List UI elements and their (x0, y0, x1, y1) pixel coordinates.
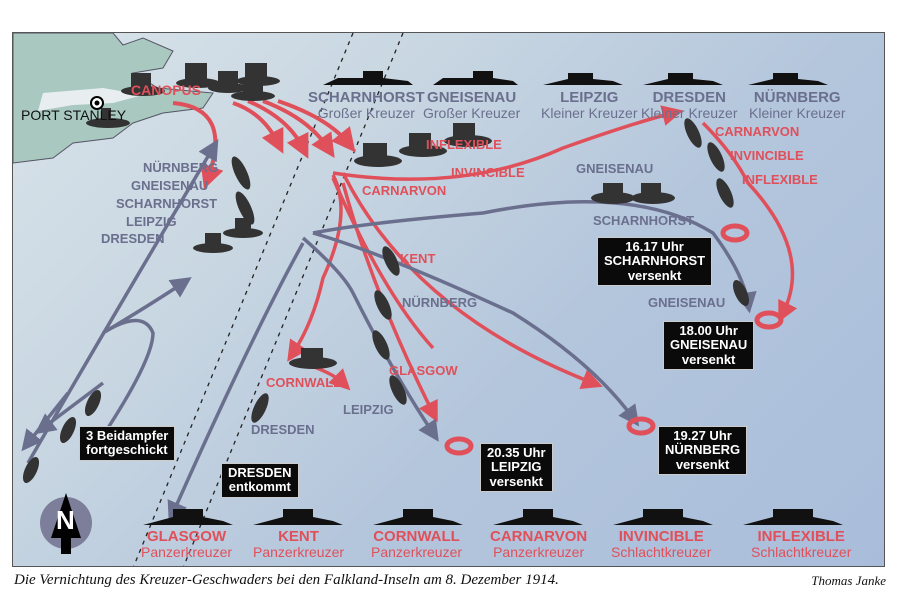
figure-caption: Die Vernichtung des Kreuzer-Geschwaders … (14, 572, 559, 588)
dashed-line-1 (133, 33, 354, 566)
squadron-label-nuernberg: NÜRNBERG (143, 160, 219, 175)
label-inflexible: INFLEXIBLE (426, 137, 502, 152)
canopus-label: CANOPUS (131, 82, 202, 98)
ship-silhouettes (143, 71, 843, 525)
compass-letter: N (56, 505, 75, 535)
lifebuoy-icons (444, 223, 784, 456)
escort-ship-markers (22, 118, 750, 483)
label-cornwall: CORNWALL (266, 375, 342, 390)
ship-markers (86, 63, 675, 369)
label-carnarvon: CARNARVON (362, 183, 447, 198)
label-inflexible-ne: INFLEXIBLE (742, 172, 818, 187)
label-gneisenau-bottom: GNEISENAU (648, 295, 726, 310)
squadron-label-gneisenau: GNEISENAU (131, 178, 209, 193)
inlet (38, 88, 143, 111)
port-stanley-label: PORT STANLEY (21, 107, 127, 123)
map-graphics (13, 33, 843, 566)
label-nuernberg: NÜRNBERG (402, 295, 478, 310)
german-course-arrows (21, 138, 757, 523)
label-leipzig: LEIPZIG (343, 402, 394, 417)
dashed-line-2 (183, 33, 404, 566)
squadron-label-dresden: DRESDEN (101, 231, 165, 246)
british-sortie-arrows (172, 99, 356, 190)
squadron-label-leipzig: LEIPZIG (126, 214, 177, 229)
label-dresden: DRESDEN (251, 422, 315, 437)
compass-icon (40, 493, 92, 554)
label-gneisenau-top: GNEISENAU (576, 161, 654, 176)
label-invincible: INVINCIBLE (451, 165, 525, 180)
author-credit: Thomas Janke (811, 573, 886, 588)
squadron-label-scharnhorst: SCHARNHORST (116, 196, 218, 211)
label-glasgow: GLASGOW (389, 363, 458, 378)
label-carnarvon-ne: CARNARVON (715, 124, 800, 139)
label-invincible-ne: INVINCIBLE (730, 148, 804, 163)
label-scharnhorst: SCHARNHORST (593, 213, 695, 228)
label-kent: KENT (400, 251, 436, 266)
